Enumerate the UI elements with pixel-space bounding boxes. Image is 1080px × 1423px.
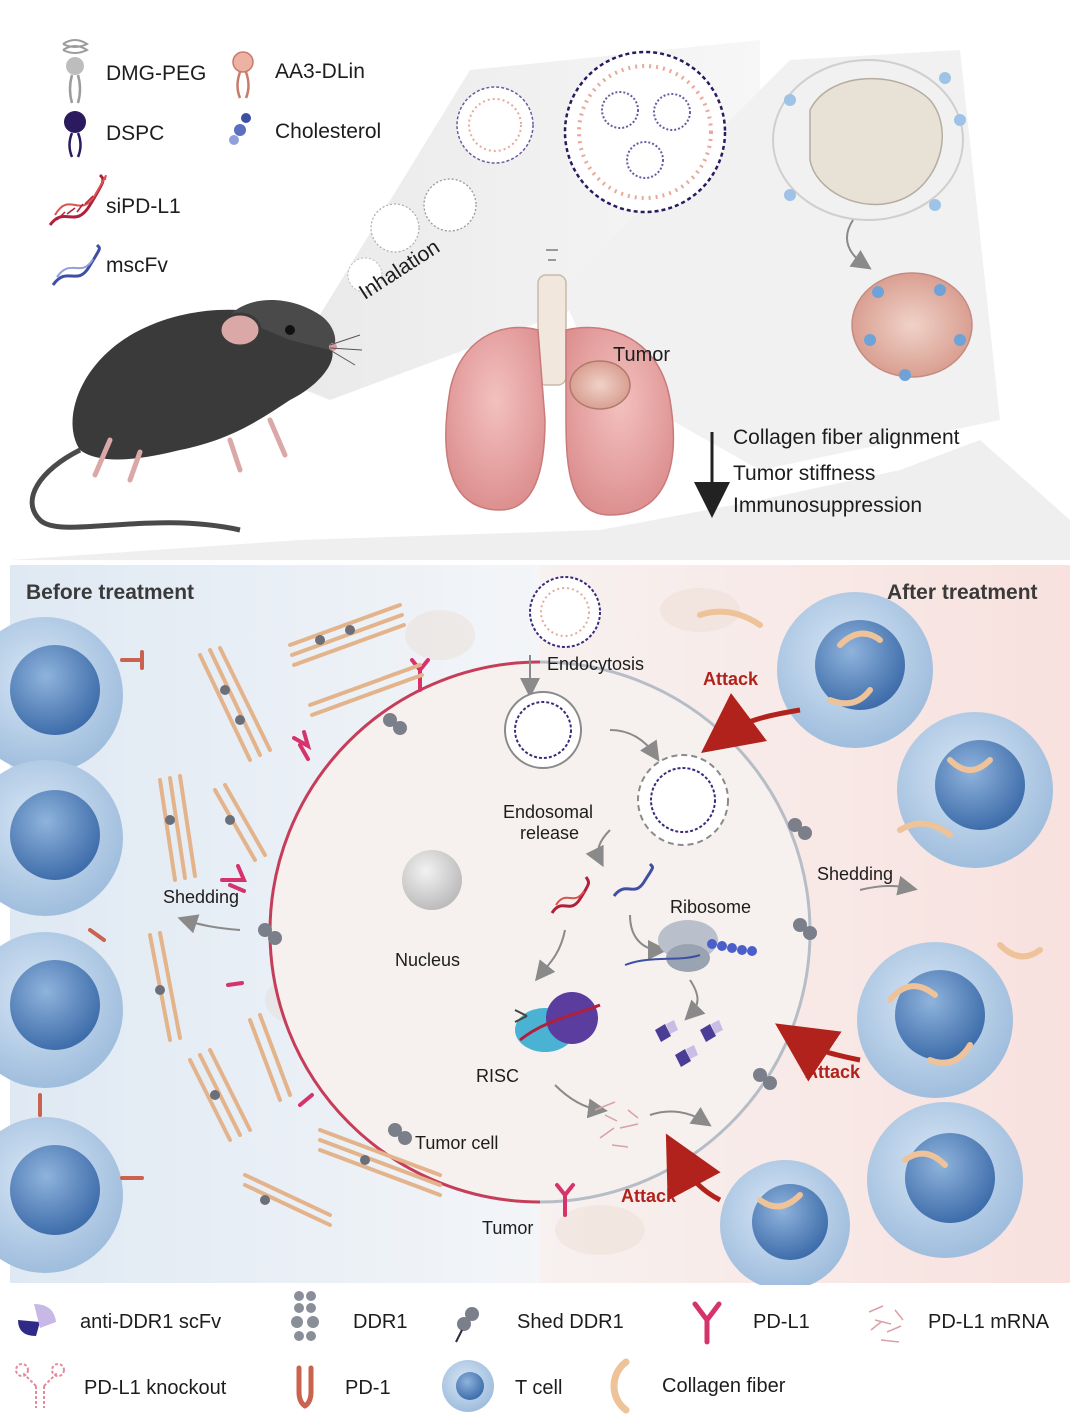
scfv-produced <box>655 1020 723 1067</box>
tumor-progression-arrow <box>846 219 872 270</box>
sipdl1-icon <box>48 173 107 226</box>
shedding-label-right: Shedding <box>817 864 894 884</box>
ribosome-shape <box>624 920 757 972</box>
endocytosis-label: Endocytosis <box>547 654 645 674</box>
lnp-particles <box>347 50 727 293</box>
effect-collagen-label: Collagen fiber alignment <box>733 426 960 449</box>
tcells-right <box>720 592 1053 1290</box>
cholesterol-icon <box>229 113 251 145</box>
legend-cholesterol-label: Cholesterol <box>275 120 382 143</box>
mouse-illustration <box>29 300 363 533</box>
shedding-arrow-right <box>859 875 918 896</box>
legend-mscfv-label: mscFv <box>106 254 168 277</box>
shedding-arrow-left <box>177 914 241 934</box>
dspc-icon <box>64 111 86 158</box>
tumor-after-illustration <box>851 272 973 381</box>
legend-ddr1-label: DDR1 <box>353 1311 408 1333</box>
arrow-to-ribosome <box>629 914 668 960</box>
legend-aa3-dlin-label: AA3-DLin <box>275 60 365 83</box>
after-treatment-label: After treatment <box>887 581 1038 604</box>
legend-tcell-icon <box>442 1360 494 1412</box>
ddr1-receptors <box>258 713 817 1145</box>
sirna-intracellular <box>550 876 590 914</box>
legend-shed-ddr1-icon <box>455 1307 479 1343</box>
bottom-legend-bg <box>0 1285 1080 1423</box>
legend-dspc-label: DSPC <box>106 122 165 145</box>
attack-arrow-3 <box>665 1133 722 1203</box>
risc-label: RISC <box>476 1066 520 1086</box>
tumor-cell-label: Tumor cell <box>415 1133 499 1153</box>
mscfv-icon <box>51 243 101 286</box>
legend-pd1-label: PD-1 <box>345 1377 391 1399</box>
legend-pdl1-mrna-icon <box>868 1305 904 1343</box>
endosomal-release-label-1: Endosomal <box>503 802 594 822</box>
attack-arrow-2 <box>775 1023 861 1082</box>
risc-complex <box>514 992 601 1052</box>
legend-anti-ddr1-icon <box>18 1304 56 1336</box>
collagen-loose-right <box>697 608 1043 1210</box>
shedding-label-left: Shedding <box>163 887 240 907</box>
arrow-to-risc <box>535 929 566 982</box>
endosomal-release-label-2: release <box>520 823 580 843</box>
attack-label-2: Attack <box>805 1062 861 1082</box>
aa3-dlin-icon <box>232 51 254 99</box>
legend-sipdl1-label: siPD-L1 <box>106 195 181 218</box>
legend-dmg-peg-label: DMG-PEG <box>106 62 207 85</box>
pd1-left <box>38 650 144 1180</box>
endosomal-release-arrow <box>609 729 660 762</box>
tumor-label-top: Tumor <box>613 344 671 366</box>
legend-shed-ddr1-label: Shed DDR1 <box>517 1311 624 1333</box>
legend-pdl1-icon <box>692 1301 722 1345</box>
ribosome-label: Ribosome <box>670 897 752 917</box>
effect-stiffness-label: Tumor stiffness <box>733 462 876 485</box>
legend-pdl1-label: PD-L1 <box>753 1311 810 1333</box>
legend-ddr1-icon <box>291 1291 319 1341</box>
degraded-mrna <box>594 1101 639 1148</box>
attack-label-1: Attack <box>703 669 759 689</box>
pdl1-markers <box>220 658 575 1217</box>
lungs-illustration <box>445 249 675 516</box>
attack-arrow-1 <box>700 693 801 753</box>
legend-collagen-label: Collagen fiber <box>662 1375 786 1397</box>
legend-tcell-label: T cell <box>515 1377 563 1399</box>
legend-pd1-icon <box>296 1365 314 1409</box>
arrow-to-sirna <box>585 829 611 868</box>
mscfv-intracellular <box>612 862 654 897</box>
ddr1-on-collagen <box>155 625 370 1205</box>
tcells-left <box>0 617 123 1273</box>
tumor-before-illustration <box>772 59 966 221</box>
legend-collagen-icon <box>610 1358 630 1414</box>
nucleus-shape <box>402 850 462 910</box>
panel-zoom-beam <box>10 440 1070 560</box>
tumor-label-panel: Tumor <box>482 1218 534 1238</box>
arrow-to-knockout <box>649 1107 712 1127</box>
legend-pdl1-knockout-label: PD-L1 knockout <box>84 1377 227 1399</box>
effect-immuno-label: Immunosuppression <box>733 494 923 517</box>
legend-pdl1-mrna-label: PD-L1 mRNA <box>928 1311 1050 1333</box>
legend-anti-ddr1-label: anti-DDR1 scFv <box>80 1311 222 1333</box>
before-treatment-label: Before treatment <box>26 581 195 604</box>
endosome <box>504 691 582 769</box>
nucleus-label: Nucleus <box>395 950 461 970</box>
dmg-peg-icon <box>62 39 89 104</box>
legend-pdl1-knockout-icon <box>15 1363 65 1408</box>
arrow-to-scfv <box>684 979 706 1021</box>
attack-label-3: Attack <box>621 1186 677 1206</box>
